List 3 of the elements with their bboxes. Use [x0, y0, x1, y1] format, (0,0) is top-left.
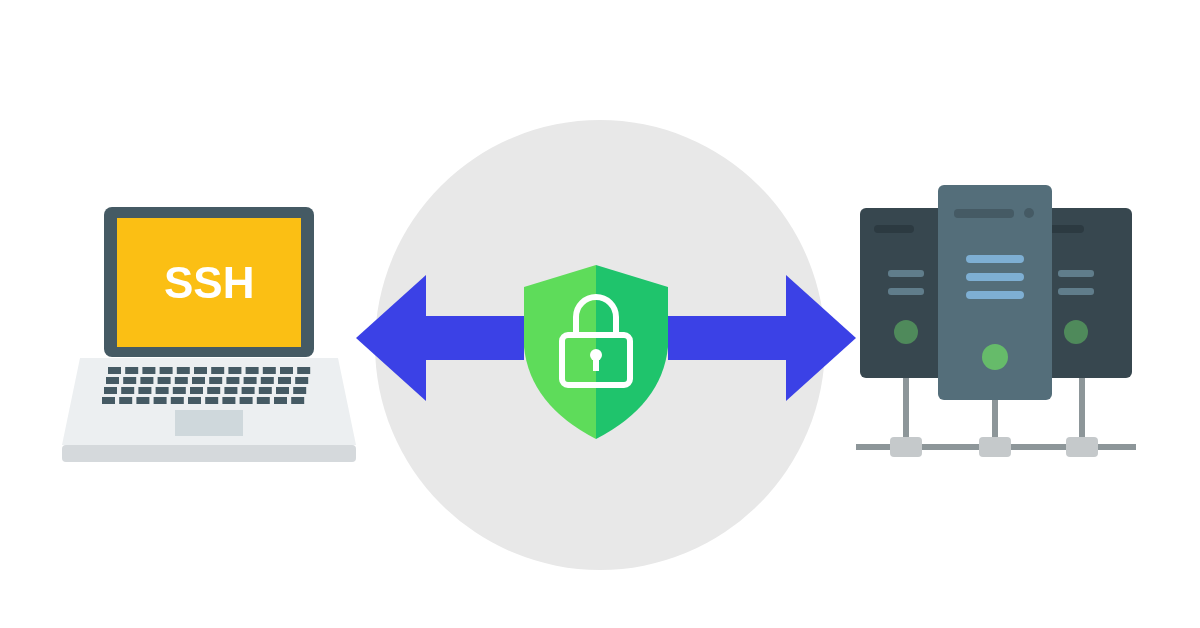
double-arrow — [668, 275, 856, 401]
screen-text: SSH — [164, 258, 255, 308]
double-arrow — [356, 275, 524, 401]
